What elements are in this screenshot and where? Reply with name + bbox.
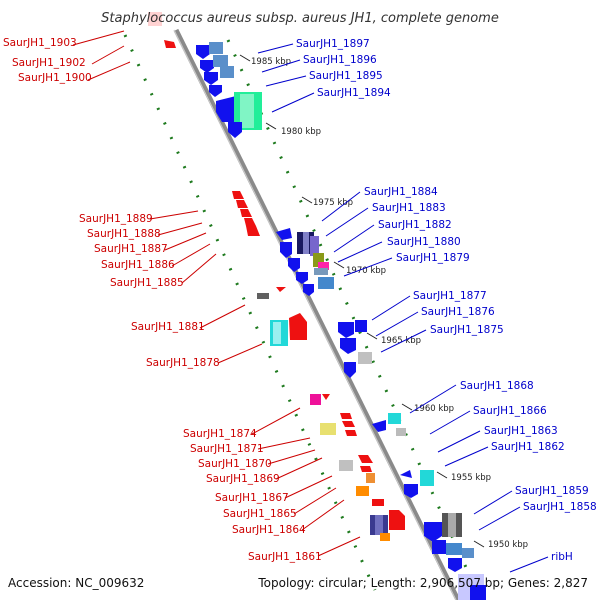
genome-backbone [173,28,461,600]
gene-label-saurjh1-1863[interactable]: SaurJH1_1863 [484,425,558,437]
gene-label-saurjh1-1870[interactable]: SaurJH1_1870 [198,458,272,470]
gene-label-saurjh1-1875[interactable]: SaurJH1_1875 [430,324,504,336]
topology-text: Topology: circular; Length: 2,906,507 bp… [257,576,588,590]
gene-label-saurjh1-1865[interactable]: SaurJH1_1865 [223,508,297,520]
gene-label-saurjh1-1902[interactable]: SaurJH1_1902 [12,57,86,69]
scale-label-1960: 1960 kbp [414,404,454,414]
gene-label-saurjh1-1884[interactable]: SaurJH1_1884 [364,186,438,198]
forward-strand-genes [196,42,486,600]
scale-label-1970: 1970 kbp [346,266,386,276]
gene-label-ribh[interactable]: ribH [551,551,573,563]
genome-title: Staphylococcus aureus subsp. aureus JH1,… [101,11,499,26]
gene-label-saurjh1-1877[interactable]: SaurJH1_1877 [413,290,487,302]
scale-label-1955: 1955 kbp [451,473,491,483]
gene-label-saurjh1-1896[interactable]: SaurJH1_1896 [303,54,377,66]
gene-label-saurjh1-1874[interactable]: SaurJH1_1874 [183,428,257,440]
gene-label-saurjh1-1883[interactable]: SaurJH1_1883 [372,202,446,214]
gene-label-saurjh1-1881[interactable]: SaurJH1_1881 [131,321,205,333]
gene-label-saurjh1-1858[interactable]: SaurJH1_1858 [523,501,597,513]
gene-label-saurjh1-1879[interactable]: SaurJH1_1879 [396,252,470,264]
gene-label-saurjh1-1876[interactable]: SaurJH1_1876 [421,306,495,318]
gene-label-saurjh1-1882[interactable]: SaurJH1_1882 [378,219,452,231]
accession-text: Accession: NC_009632 [8,576,144,590]
gene-label-saurjh1-1903[interactable]: SaurJH1_1903 [3,37,77,49]
right-leader-lines [257,43,549,573]
gene-label-saurjh1-1900[interactable]: SaurJH1_1900 [18,72,92,84]
gene-label-saurjh1-1886[interactable]: SaurJH1_1886 [101,259,175,271]
scale-ticks [239,54,485,548]
gene-label-saurjh1-1880[interactable]: SaurJH1_1880 [387,236,461,248]
gene-label-saurjh1-1871[interactable]: SaurJH1_1871 [190,443,264,455]
genome-backbone-highlight [173,29,457,600]
reverse-strand-genes [148,12,405,541]
gene-label-saurjh1-1897[interactable]: SaurJH1_1897 [296,38,370,50]
gene-label-saurjh1-1889[interactable]: SaurJH1_1889 [79,213,153,225]
gene-label-saurjh1-1859[interactable]: SaurJH1_1859 [515,485,589,497]
gene-label-saurjh1-1862[interactable]: SaurJH1_1862 [491,441,565,453]
gene-label-saurjh1-1869[interactable]: SaurJH1_1869 [206,473,280,485]
left-leader-lines [72,30,361,557]
scale-label-1975: 1975 kbp [313,198,353,208]
gene-label-saurjh1-1868[interactable]: SaurJH1_1868 [460,380,534,392]
scale-label-1980: 1980 kbp [281,127,321,137]
gene-label-saurjh1-1895[interactable]: SaurJH1_1895 [309,70,383,82]
gene-label-saurjh1-1866[interactable]: SaurJH1_1866 [473,405,547,417]
scale-label-1985: 1985 kbp [251,57,291,67]
gene-label-saurjh1-1885[interactable]: SaurJH1_1885 [110,277,184,289]
gene-label-saurjh1-1887[interactable]: SaurJH1_1887 [94,243,168,255]
left-dotted-track [123,34,377,591]
scale-label-1965: 1965 kbp [381,336,421,346]
gene-label-saurjh1-1888[interactable]: SaurJH1_1888 [87,228,161,240]
gene-label-saurjh1-1894[interactable]: SaurJH1_1894 [317,87,391,99]
gene-label-saurjh1-1867[interactable]: SaurJH1_1867 [215,492,289,504]
gene-label-saurjh1-1878[interactable]: SaurJH1_1878 [146,357,220,369]
gene-label-saurjh1-1864[interactable]: SaurJH1_1864 [232,524,306,536]
gene-label-saurjh1-1861[interactable]: SaurJH1_1861 [248,551,322,563]
scale-label-1950: 1950 kbp [488,540,528,550]
